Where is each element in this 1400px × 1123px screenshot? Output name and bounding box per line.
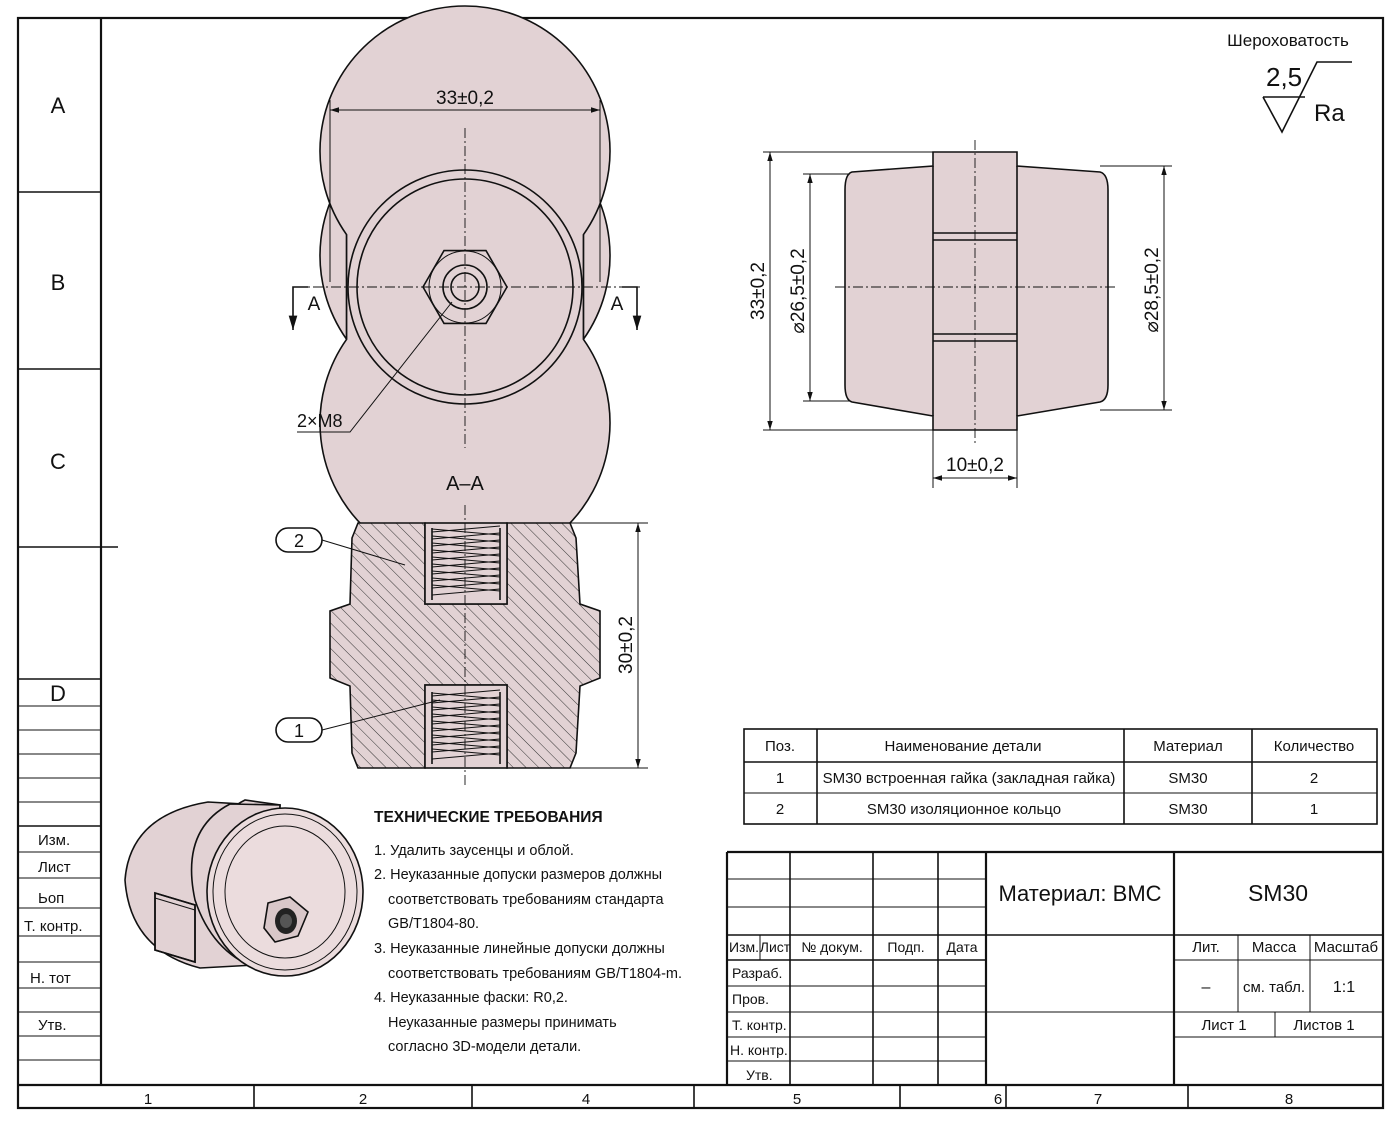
zone-col-2: 2 — [359, 1091, 367, 1108]
tb-mass-label: Масса — [1252, 939, 1297, 956]
roughness-param: Ra — [1314, 100, 1345, 127]
parts-row-2-pos: 2 — [776, 801, 784, 818]
strip-label-nkontr: Н. тот — [30, 970, 71, 987]
zone-row-b: B — [51, 270, 66, 295]
parts-row-1-name: SM30 встроенная гайка (закладная гайка) — [823, 770, 1116, 787]
strip-label-razrab: Ьоп — [38, 890, 64, 907]
title-material: Материал: BMC — [998, 881, 1161, 906]
zone-col-5: 5 — [793, 1091, 801, 1108]
tb-mass-value: см. табл. — [1243, 979, 1305, 996]
parts-row-2-material: SM30 — [1168, 801, 1207, 818]
tb-sheet: Лист 1 — [1201, 1017, 1246, 1034]
side-inner-diameter-dim: ⌀26,5±0,2 — [788, 248, 809, 333]
tb-lit-label: Лит. — [1192, 939, 1220, 956]
side-band-dim: 10±0,2 — [946, 455, 1004, 476]
roughness-symbol — [1262, 61, 1352, 134]
tech-line-6: соответствовать требованиям GB/T1804-m. — [388, 965, 683, 982]
zone-col-7: 7 — [1094, 1091, 1102, 1108]
side-outer-diameter-dim: ⌀28,5±0,2 — [1142, 247, 1163, 332]
parts-header-pos: Поз. — [765, 738, 795, 755]
parts-row-2-qty: 1 — [1310, 801, 1318, 818]
thread-bottom — [431, 689, 501, 764]
section-view — [275, 505, 648, 785]
tb-col-date: Дата — [946, 939, 977, 955]
zone-col-8: 8 — [1285, 1091, 1293, 1108]
parts-header-name: Наименование детали — [885, 738, 1042, 755]
tb-row-prov: Пров. — [732, 991, 769, 1007]
parts-header-qty: Количество — [1274, 738, 1355, 755]
tech-line-9: согласно 3D-модели детали. — [388, 1039, 582, 1056]
section-height-dim: 30±0,2 — [616, 616, 637, 674]
side-view — [763, 140, 1172, 488]
zone-col-1: 1 — [144, 1091, 152, 1108]
tb-lit-value: – — [1202, 979, 1211, 996]
tech-line-8: Неуказанные размеры принимать — [388, 1014, 617, 1031]
tb-row-tkontr: Т. контр. — [732, 1017, 787, 1033]
section-title: A–A — [446, 473, 484, 495]
sheet-frame — [16, 16, 1385, 1110]
technical-requirements: ТЕХНИЧЕСКИЕ ТРЕБОВАНИЯ 1. Удалить заусен… — [374, 806, 714, 1060]
section-mark-left: A — [308, 294, 321, 315]
tb-col-sign: Подп. — [887, 939, 924, 955]
parts-row-1-qty: 2 — [1310, 770, 1318, 787]
front-width-dim: 33±0,2 — [436, 88, 494, 109]
tech-line-3: соответствовать требованиям стандарта — [388, 891, 664, 908]
side-height-dim: 33±0,2 — [748, 262, 769, 320]
tb-sheets: Листов 1 — [1293, 1017, 1354, 1034]
strip-label-utv: Утв. — [38, 1017, 67, 1034]
zone-col-4: 4 — [582, 1091, 590, 1108]
title-block — [725, 850, 1383, 1085]
parts-table — [743, 728, 1378, 825]
thread-callout: 2×M8 — [297, 411, 343, 431]
tb-row-nkontr: Н. контр. — [730, 1042, 788, 1058]
tb-row-razrab: Разраб. — [732, 965, 782, 981]
tb-row-utv: Утв. — [746, 1067, 773, 1083]
strip-label-list: Лист — [38, 859, 71, 876]
parts-header-material: Материал — [1153, 738, 1223, 755]
zone-row-c: C — [50, 449, 66, 474]
tb-col-doc: № докум. — [801, 939, 863, 955]
zone-row-a: A — [51, 93, 66, 118]
tech-line-2: 2. Неуказанные допуски размеров должны — [374, 867, 663, 884]
front-view — [288, 5, 642, 569]
strip-label-izm: Изм. — [38, 832, 70, 849]
tb-col-izm: Изм. — [729, 939, 759, 955]
parts-row-1-pos: 1 — [776, 770, 784, 787]
tech-line-4: GB/T1804-80. — [388, 916, 480, 933]
left-revision-strip — [18, 705, 101, 1061]
zone-row-d: D — [50, 681, 66, 706]
tech-line-5: 3. Неуказанные линейные допуски должны — [374, 940, 665, 957]
title-designation: SM30 — [1248, 880, 1308, 906]
tech-line-1: 1. Удалить заусенцы и облой. — [374, 842, 574, 859]
callout-1: 1 — [294, 721, 304, 741]
thread-top — [431, 525, 501, 600]
callout-2: 2 — [294, 531, 304, 551]
tb-scale-value: 1:1 — [1333, 979, 1355, 996]
strip-label-tkontr: Т. контр. — [24, 918, 83, 935]
isometric-view — [124, 799, 364, 977]
tech-line-7: 4. Неуказанные фаски: R0,2. — [374, 990, 568, 1007]
roughness-value: 2,5 — [1266, 62, 1302, 92]
parts-row-1-material: SM30 — [1168, 770, 1207, 787]
parts-row-2-name: SM30 изоляционное кольцо — [867, 801, 1061, 818]
tb-col-list: Лист — [760, 939, 791, 955]
roughness-label: Шероховатость — [1227, 31, 1349, 50]
zone-col-6: 6 — [994, 1091, 1002, 1108]
section-mark-right: A — [611, 294, 624, 315]
tech-requirements-title: ТЕХНИЧЕСКИЕ ТРЕБОВАНИЯ — [374, 809, 603, 826]
tb-scale-label: Масштаб — [1314, 939, 1378, 956]
